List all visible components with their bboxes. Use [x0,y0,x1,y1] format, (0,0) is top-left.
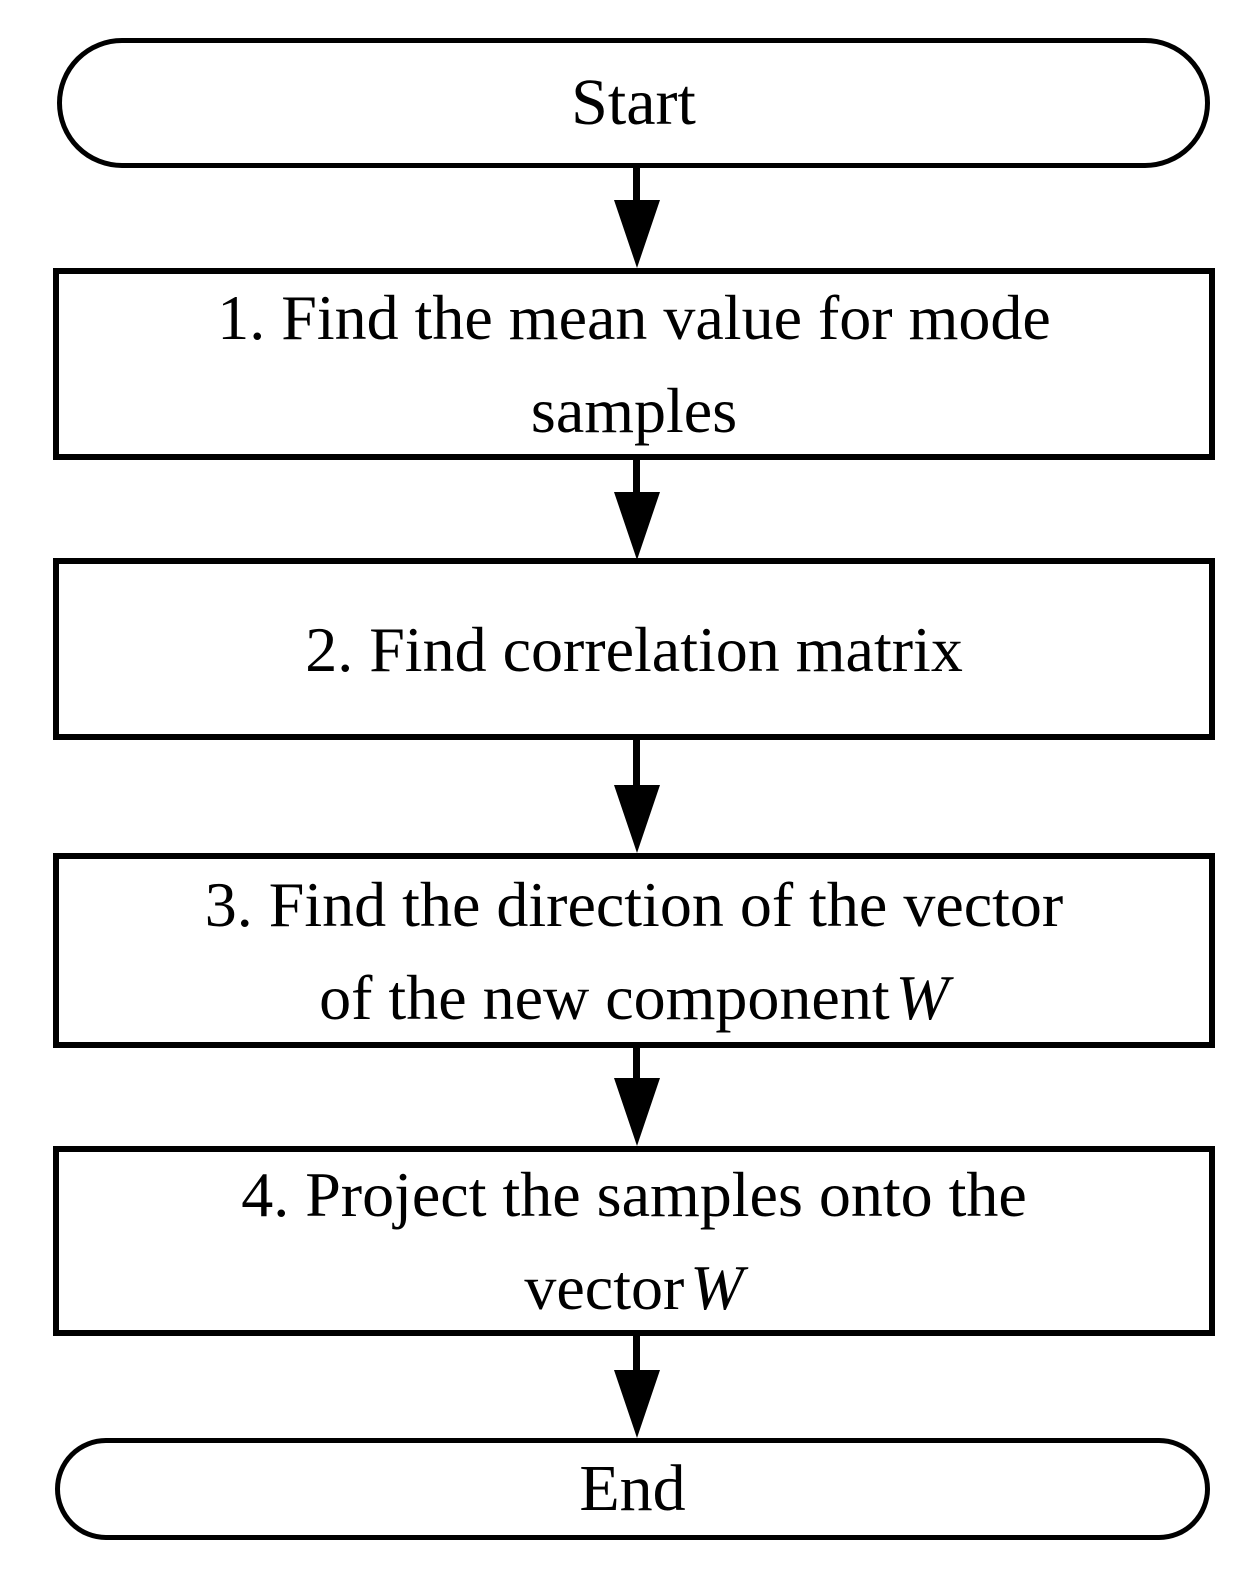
arrow-step4-to-end-shaft [633,1334,640,1376]
arrow-step4-to-end-head [614,1370,660,1438]
process-step3: 3. Find the direction of the vector of t… [53,853,1215,1048]
process-step4-line2-text: vector [524,1252,685,1323]
arrow-step2-to-step3-shaft [633,738,640,790]
arrow-step3-to-step4-shaft [633,1046,640,1086]
process-step2: 2. Find correlation matrix [53,558,1215,740]
arrow-start-to-step1-head [614,200,660,268]
arrow-step2-to-step3-head [614,785,660,853]
process-step1-line2: samples [530,375,738,446]
process-step3-line2: of the new componentW [319,951,949,1044]
arrow-step1-to-step2-shaft [633,458,640,498]
process-step1-line1: 1. Find the mean value for mode [217,282,1051,353]
terminator-start-label: Start [571,66,696,139]
terminator-start: Start [57,38,1210,168]
arrow-start-to-step1-shaft [633,165,640,207]
process-step3-line1: 3. Find the direction of the vector [204,868,1064,940]
process-step4: 4. Project the samples onto the vectorW [53,1146,1215,1336]
process-step1: 1. Find the mean value for mode samples [53,268,1215,460]
arrow-step3-to-step4-head [614,1078,660,1146]
process-step2-line1: 2. Find correlation matrix [305,613,963,685]
process-step3-math-w: W [895,961,949,1033]
process-step3-line2-text: of the new component [319,961,890,1033]
process-step4-line2: vectorW [524,1241,743,1334]
terminator-end: End [55,1438,1210,1540]
terminator-end-label: End [579,1452,686,1525]
process-step4-line1: 4. Project the samples onto the [241,1159,1027,1230]
process-step4-math-w: W [690,1252,744,1323]
arrow-step1-to-step2-head [614,492,660,560]
